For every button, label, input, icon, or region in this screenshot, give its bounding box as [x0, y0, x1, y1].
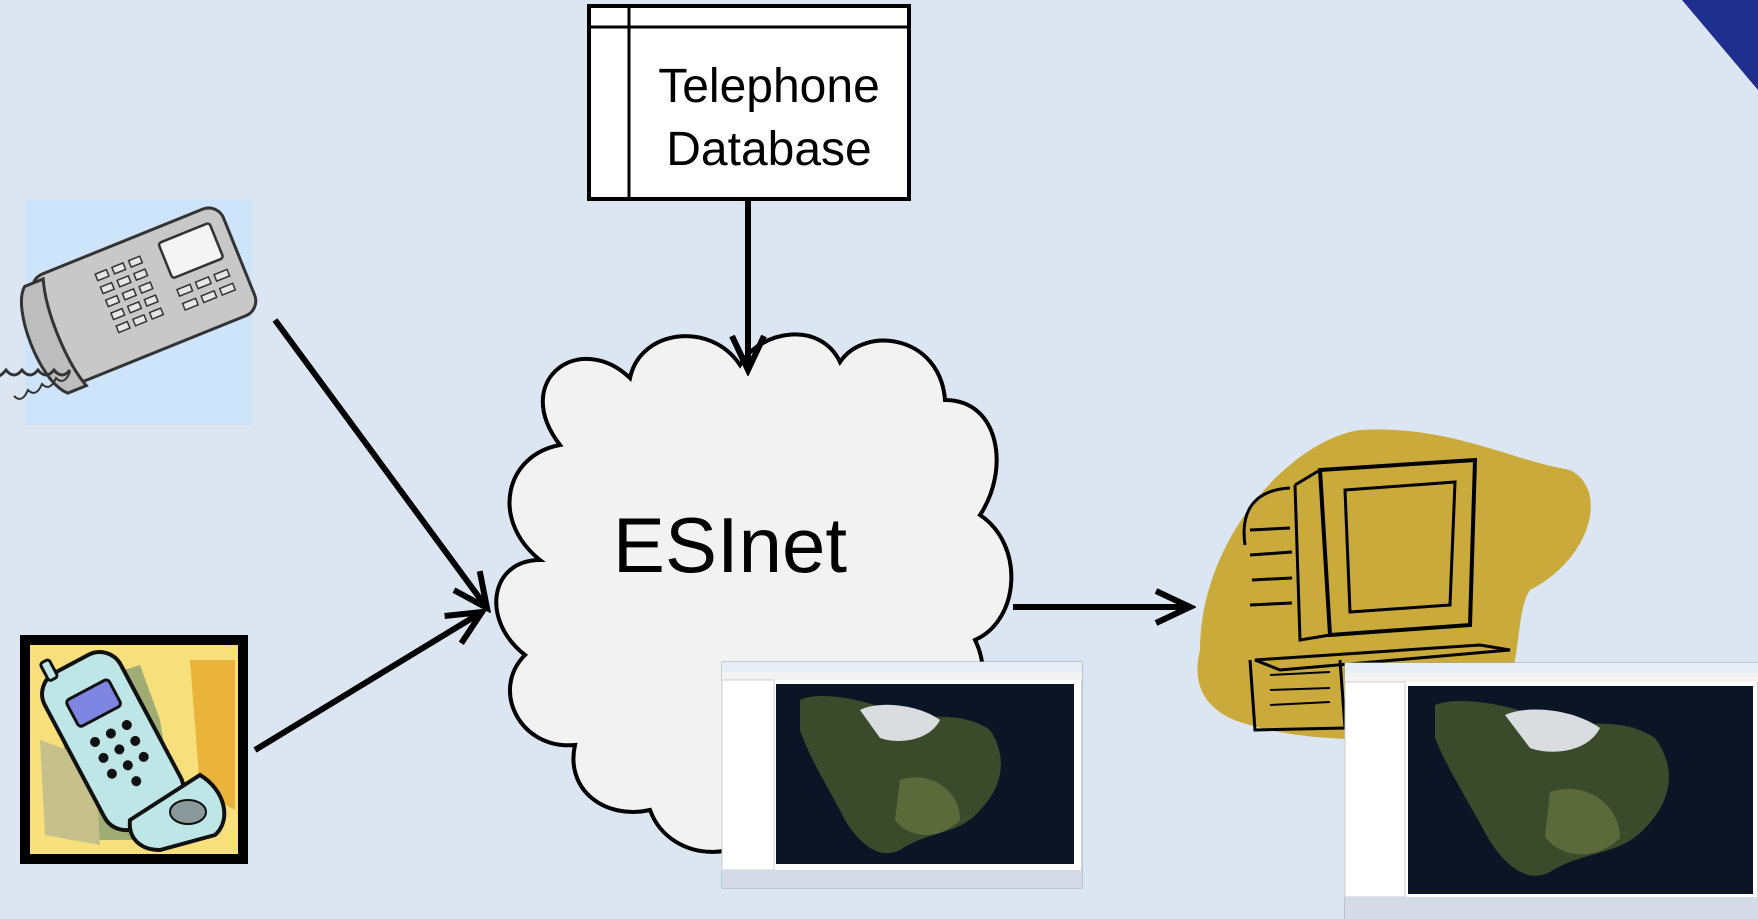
arrow-cellphone-to-esinet	[253, 612, 482, 753]
cell-phone-icon	[20, 635, 248, 864]
database-label-line1: Telephone	[658, 60, 880, 113]
gis-map-screenshot-1	[721, 661, 1083, 889]
corner-accent	[1682, 0, 1758, 90]
arrow-deskphone-to-esinet	[272, 318, 487, 608]
database-label-line2: Database	[666, 123, 871, 176]
telephone-database-box: Telephone Database	[587, 4, 911, 201]
esinet-label: ESInet	[613, 501, 847, 589]
computer-workstation-icon	[1197, 429, 1591, 740]
desk-phone-icon	[0, 200, 258, 425]
gis-map-screenshot-2	[1344, 662, 1758, 919]
